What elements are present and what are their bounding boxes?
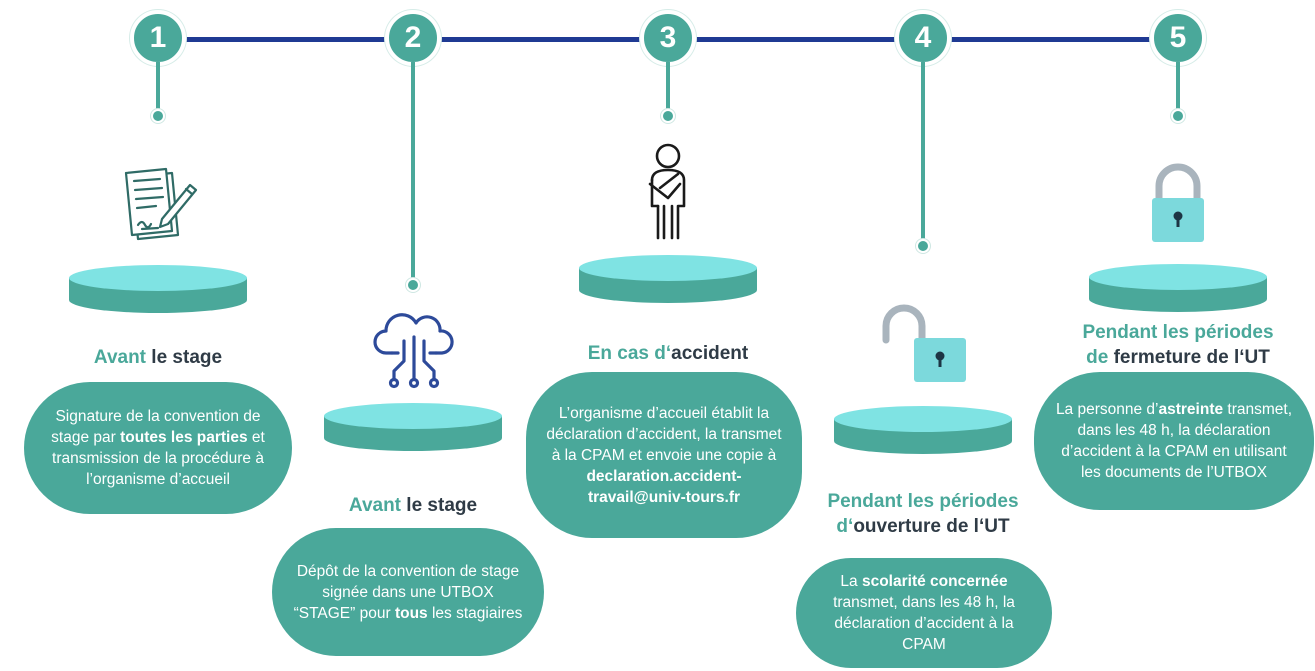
step-2-connector xyxy=(411,62,415,280)
step-4-heading-accent-line1: Pendant les périodes xyxy=(827,491,1019,512)
step-3-text-segment: declaration.accident-travail@univ-tours.… xyxy=(586,467,742,506)
step-1-description: Signature de la convention de stage par … xyxy=(24,382,292,514)
injured-person-icon xyxy=(640,140,694,245)
step-3-text-segment: L’organisme d’accueil établit la déclara… xyxy=(546,404,782,464)
step-2-description: Dépôt de la convention de stage signée d… xyxy=(272,528,544,656)
step-4-connector-dot xyxy=(916,239,930,253)
step-1-platform xyxy=(68,264,248,316)
step-4-text-segment: scolarité concernée xyxy=(861,573,1008,590)
step-2-text-segment: Dépôt de la convention de stage signée d… xyxy=(293,562,520,622)
step-2-heading-accent: Avant xyxy=(348,495,402,516)
step-2-number: 2 xyxy=(385,10,441,66)
step-5-platform xyxy=(1088,263,1268,315)
closed-padlock-icon xyxy=(1147,160,1209,249)
step-2-text-segment: les stagiaires xyxy=(427,604,523,622)
step-1-connector-dot xyxy=(151,109,165,123)
step-5-heading-accent-line1: Pendant les périodes xyxy=(1082,322,1274,343)
step-1-text-segment: Signature de la convention de stage par xyxy=(51,408,261,446)
step-3-heading-accent: En cas d‘ xyxy=(587,343,672,364)
step-2-connector-dot xyxy=(406,278,420,292)
step-4-text-segment: transmet, dans les 48 h, la déclaration … xyxy=(833,594,1015,653)
step-5-description-text: La personne d’astreinte transmet, dans l… xyxy=(1054,399,1294,483)
step-4-heading-accent-line2: d‘ xyxy=(836,516,854,537)
step-4-heading-dark: ouverture de l‘UT xyxy=(853,516,1010,537)
step-2-heading-dark: le stage xyxy=(401,495,478,516)
signed-document-icon xyxy=(118,163,202,254)
open-padlock-icon xyxy=(880,300,970,391)
step-5-heading: Pendant les périodes de fermeture de l‘U… xyxy=(1058,320,1298,370)
step-5-description: La personne d’astreinte transmet, dans l… xyxy=(1034,372,1314,510)
step-3-platform xyxy=(578,254,758,306)
step-4-text-segment: La xyxy=(840,573,862,590)
step-4-connector xyxy=(921,62,925,240)
step-2-description-text: Dépôt de la convention de stage signée d… xyxy=(292,561,524,624)
step-2-platform xyxy=(323,402,503,454)
step-5-connector xyxy=(1176,62,1180,114)
step-3-number: 3 xyxy=(640,10,696,66)
step-4-description-text: La scolarité concernée transmet, dans le… xyxy=(816,571,1032,655)
step-3-connector-dot xyxy=(661,109,675,123)
step-5-text-segment: astreinte xyxy=(1158,401,1224,418)
step-1-description-text: Signature de la convention de stage par … xyxy=(44,406,272,490)
step-4-heading: Pendant les périodes d‘ouverture de l‘UT xyxy=(803,489,1043,539)
step-5-text-segment: transmet, dans les 48 h, la déclaration … xyxy=(1061,401,1293,481)
step-3-connector xyxy=(666,62,670,114)
step-1-number: 1 xyxy=(130,10,186,66)
cloud-network-icon xyxy=(372,313,456,396)
step-5-number: 5 xyxy=(1150,10,1206,66)
step-2-heading: Avant le stage xyxy=(293,493,533,518)
step-1-heading-dark: le stage xyxy=(146,347,223,368)
step-5-connector-dot xyxy=(1171,109,1185,123)
step-1-heading-accent: Avant xyxy=(93,347,147,368)
step-3-description-text: L’organisme d’accueil établit la déclara… xyxy=(546,403,782,508)
step-3-description: L’organisme d’accueil établit la déclara… xyxy=(526,372,802,538)
step-5-heading-accent-line2: de xyxy=(1086,347,1114,368)
step-1-connector xyxy=(156,62,160,114)
step-3-heading-dark: accident xyxy=(671,343,749,364)
step-2-text-segment: tous xyxy=(394,604,428,622)
step-4-number: 4 xyxy=(895,10,951,66)
step-3-heading: En cas d‘accident xyxy=(548,341,788,366)
step-5-text-segment: La personne d’ xyxy=(1055,401,1159,418)
step-1-heading: Avant le stage xyxy=(38,345,278,370)
step-1-text-segment: et transmission de la procédure à l’orga… xyxy=(52,429,265,488)
step-1-text-segment: toutes les parties xyxy=(120,429,248,446)
step-5-heading-dark: fermeture de l‘UT xyxy=(1113,347,1270,368)
step-4-description: La scolarité concernée transmet, dans le… xyxy=(796,558,1052,668)
step-4-platform xyxy=(833,405,1013,457)
